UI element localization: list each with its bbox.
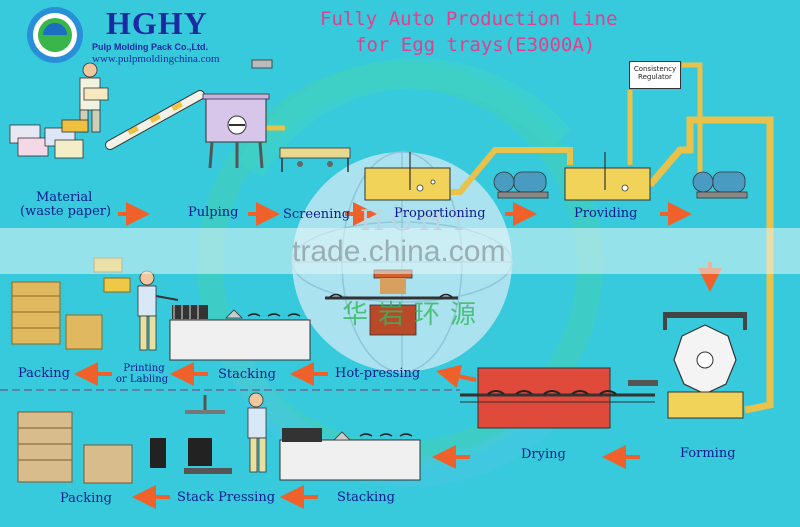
label-packing-1: Packing xyxy=(18,366,70,381)
label-packing-2: Packing xyxy=(60,491,112,506)
label-material: Material xyxy=(36,190,93,205)
label-pulping: Pulping xyxy=(188,205,239,220)
label-stack-pressing: Stack Pressing xyxy=(177,490,276,505)
watermark-text: trade.china.com xyxy=(292,235,506,268)
proportioning-tank-icon xyxy=(364,152,451,201)
label-providing: Providing xyxy=(574,206,638,221)
stack-press-icon xyxy=(150,395,232,474)
label-hot-pressing: Hot-pressing xyxy=(335,366,421,381)
pulper-icon xyxy=(202,59,273,169)
company-website: www.pulpmoldingchina.com xyxy=(92,53,220,65)
label-forming: Forming xyxy=(680,446,736,461)
feed-conveyor-icon xyxy=(105,90,205,150)
arrow-drying-hotpress xyxy=(436,364,477,389)
label-screening: Screening xyxy=(283,207,351,222)
label-printing: Printing xyxy=(123,363,165,374)
label-proportioning: Proportioning xyxy=(394,206,486,221)
company-full-name: Pulp Molding Pack Co.,Ltd. xyxy=(92,42,208,52)
pump-icon-2 xyxy=(692,171,748,199)
worker-material-icon xyxy=(9,62,109,159)
egg-tray-stacks-icon xyxy=(11,257,131,350)
diagram-title-line1: Fully Auto Production Line xyxy=(320,8,618,30)
label-stacking-2: Stacking xyxy=(337,490,395,505)
pump-icon-1 xyxy=(493,171,549,199)
watermark-band xyxy=(0,228,800,274)
watermark-letters: HGHY xyxy=(360,204,474,237)
label-drying: Drying xyxy=(521,447,566,462)
worker-stacking-icon xyxy=(247,392,267,473)
finished-trays-icon xyxy=(17,411,133,484)
label-labling: or Labling xyxy=(115,374,169,385)
forming-machine-icon xyxy=(628,312,747,419)
hot-press-icon xyxy=(325,269,458,336)
company-name: HGHY xyxy=(106,5,208,41)
flow-arrows xyxy=(74,202,722,509)
logo-emblem xyxy=(27,7,83,63)
label-stacking-1: Stacking xyxy=(218,367,276,382)
watermark-chinese: 华岩环源 xyxy=(342,300,487,330)
dryer-icon xyxy=(460,367,655,429)
providing-tank-icon xyxy=(564,152,651,201)
stacking-machine-icon xyxy=(169,305,311,361)
stacking-machine-2-icon xyxy=(279,428,421,481)
label-material-note: (waste paper) xyxy=(20,204,112,219)
worker-printing-icon xyxy=(137,270,179,351)
consistency-regulator-box: Consistency Regulator xyxy=(629,61,681,89)
screen-machine-icon xyxy=(279,147,351,172)
diagram-title-line2: for Egg trays(E3000A) xyxy=(355,34,596,56)
